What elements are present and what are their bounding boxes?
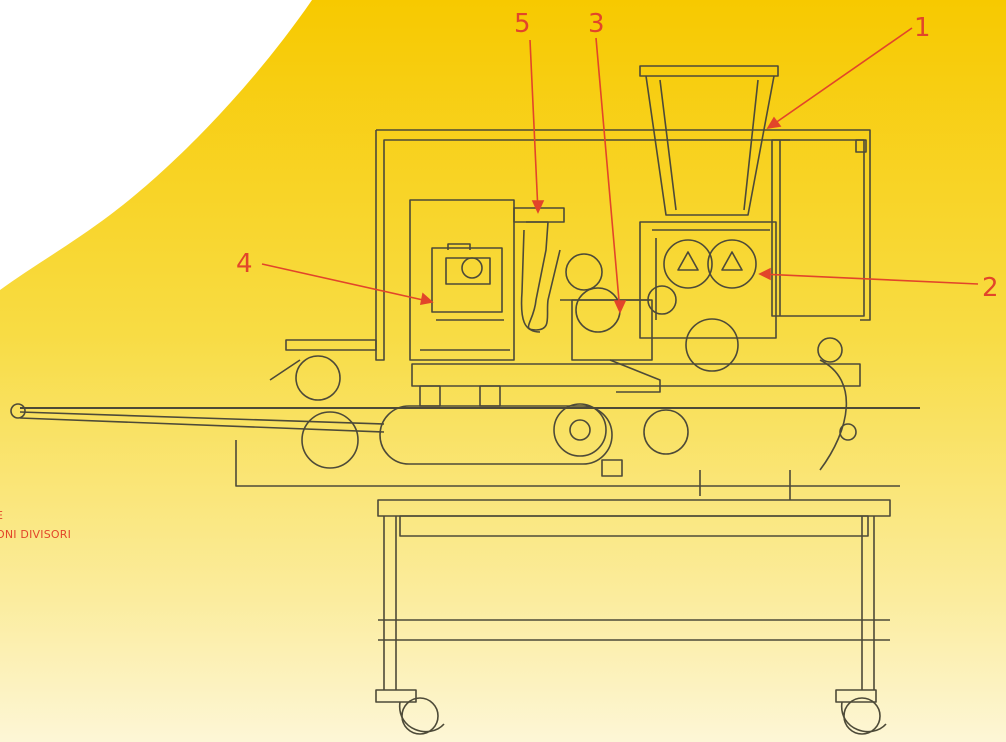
machine-outline — [10, 65, 920, 735]
legs-and-base — [375, 499, 891, 735]
callout-lines — [261, 27, 979, 314]
callout-label-3: 3 — [588, 9, 605, 39]
callout-arrow-5 — [531, 200, 545, 214]
callout-arrow-1 — [766, 116, 782, 130]
callout-line-2 — [759, 273, 979, 285]
callout-line-5 — [529, 39, 539, 213]
callout-label-2: 2 — [982, 273, 999, 303]
legend-line-2: ONI DIVISORI — [0, 528, 72, 541]
callout-label-4: 4 — [236, 249, 253, 279]
callout-label-1: 1 — [914, 13, 931, 43]
callout-line-3 — [595, 37, 621, 313]
callout-line-4 — [261, 263, 433, 303]
callout-arrow-2 — [758, 267, 771, 281]
callout-labels: 1 2 3 4 5 — [236, 9, 999, 303]
legend-text: E ONI DIVISORI — [0, 506, 71, 544]
white-curve — [0, 0, 312, 290]
callout-line-1 — [767, 27, 913, 129]
main-housing — [375, 129, 871, 361]
callout-arrow-4 — [419, 292, 434, 305]
hopper — [639, 65, 779, 216]
lower-frame — [411, 337, 861, 500]
conveyor — [10, 339, 920, 487]
callout-arrow-3 — [613, 300, 627, 314]
motor-unit — [409, 199, 515, 361]
callout-label-5: 5 — [514, 9, 531, 39]
legend-line-1: E — [0, 506, 71, 525]
